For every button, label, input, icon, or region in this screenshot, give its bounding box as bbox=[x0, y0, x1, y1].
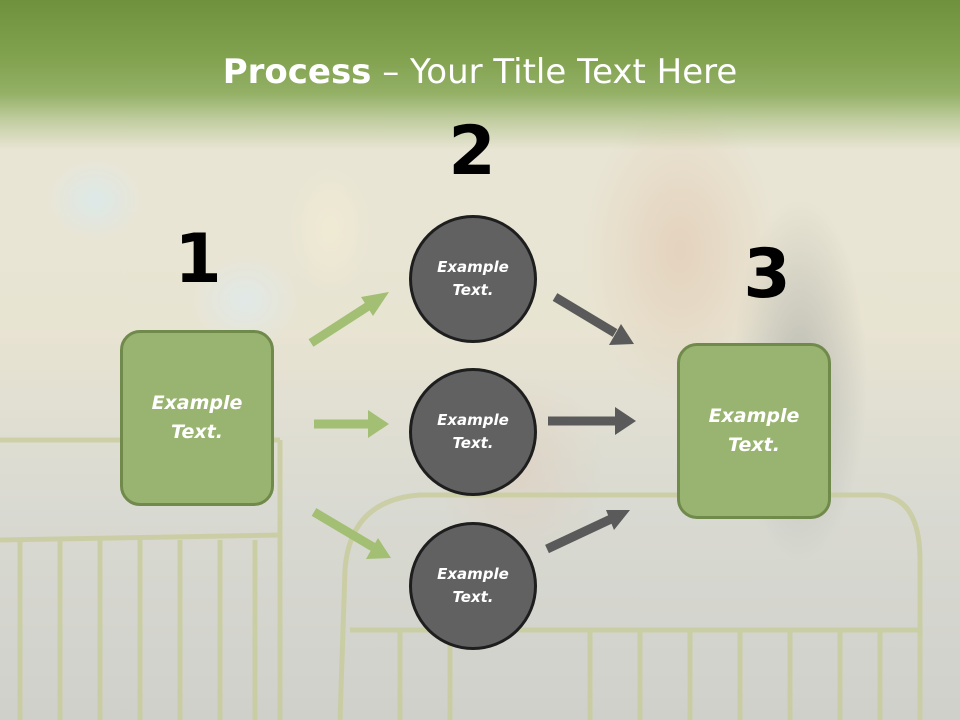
arrow-top-to-right bbox=[552, 293, 634, 345]
step-1-box: Example Text. bbox=[120, 330, 274, 506]
step-1-box-text: Example Text. bbox=[151, 392, 243, 443]
title-banner: Process – Your Title Text Here bbox=[0, 0, 960, 150]
step-2-circle-bottom: Example Text. bbox=[409, 522, 537, 650]
step-3-box-text: Example Text. bbox=[708, 405, 800, 456]
circle-bottom-text: Example Text. bbox=[437, 565, 509, 606]
circle-middle-text: Example Text. bbox=[437, 411, 509, 452]
step-number-1: 1 bbox=[174, 220, 222, 299]
arrow-left-to-top bbox=[308, 292, 389, 347]
step-2-circle-top: Example Text. bbox=[409, 215, 537, 343]
step-2-circle-middle: Example Text. bbox=[409, 368, 537, 496]
step-3-box: Example Text. bbox=[677, 343, 831, 519]
arrow-left-to-middle bbox=[314, 410, 389, 438]
circle-top-text: Example Text. bbox=[437, 258, 509, 299]
step-number-2: 2 bbox=[448, 112, 496, 191]
arrow-left-to-bottom bbox=[311, 508, 391, 559]
slide-title: Process – Your Title Text Here bbox=[0, 52, 960, 92]
title-bold: Process bbox=[222, 52, 372, 92]
arrow-bottom-to-right bbox=[545, 510, 630, 554]
arrow-middle-to-right bbox=[548, 407, 636, 435]
step-number-3: 3 bbox=[743, 235, 791, 314]
title-rest: – Your Title Text Here bbox=[371, 52, 738, 92]
